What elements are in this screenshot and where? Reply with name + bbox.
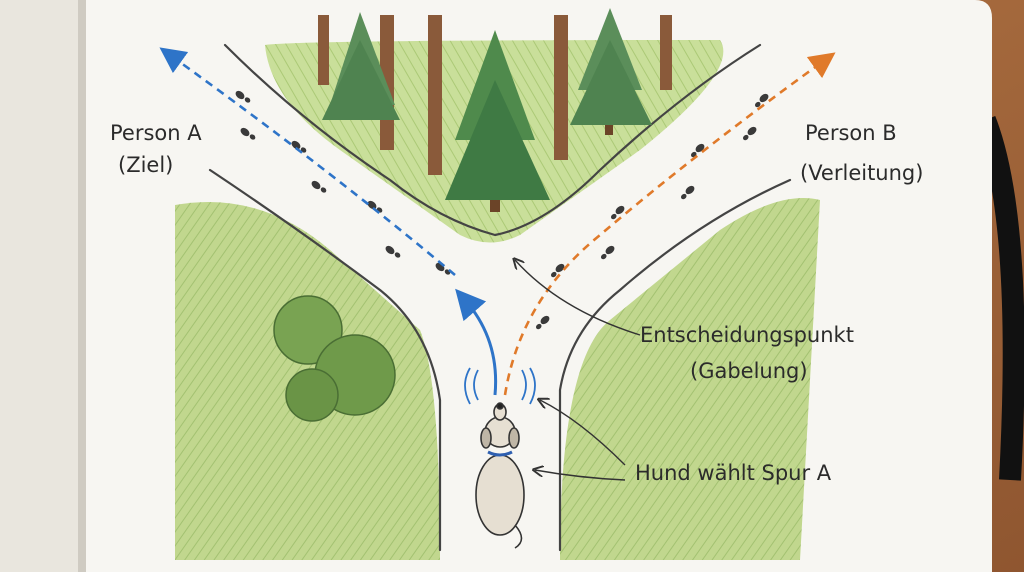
dog-figure <box>475 402 525 549</box>
notebook-strap <box>974 116 1024 481</box>
grass-right <box>560 198 820 560</box>
forked-path <box>208 43 792 552</box>
dog-path-arrow <box>455 288 498 396</box>
trail-b-arrow <box>503 52 836 396</box>
label-dog-choice: Hund wählt Spur A <box>635 461 832 485</box>
label-decision-point: Entscheidungspunkt <box>640 323 854 347</box>
label-person-b-sub: (Verleitung) <box>800 161 923 185</box>
scent-lines <box>464 367 536 405</box>
label-person-b: Person B <box>805 121 897 145</box>
forest-trees <box>318 8 672 212</box>
label-decision-point-sub: (Gabelung) <box>690 359 808 383</box>
label-person-a-sub: (Ziel) <box>118 153 173 177</box>
bushes <box>273 295 396 422</box>
annotation-arrows <box>515 260 641 481</box>
left-page <box>0 0 86 572</box>
label-person-a: Person A <box>110 121 202 145</box>
trail-a-arrow <box>159 47 456 276</box>
